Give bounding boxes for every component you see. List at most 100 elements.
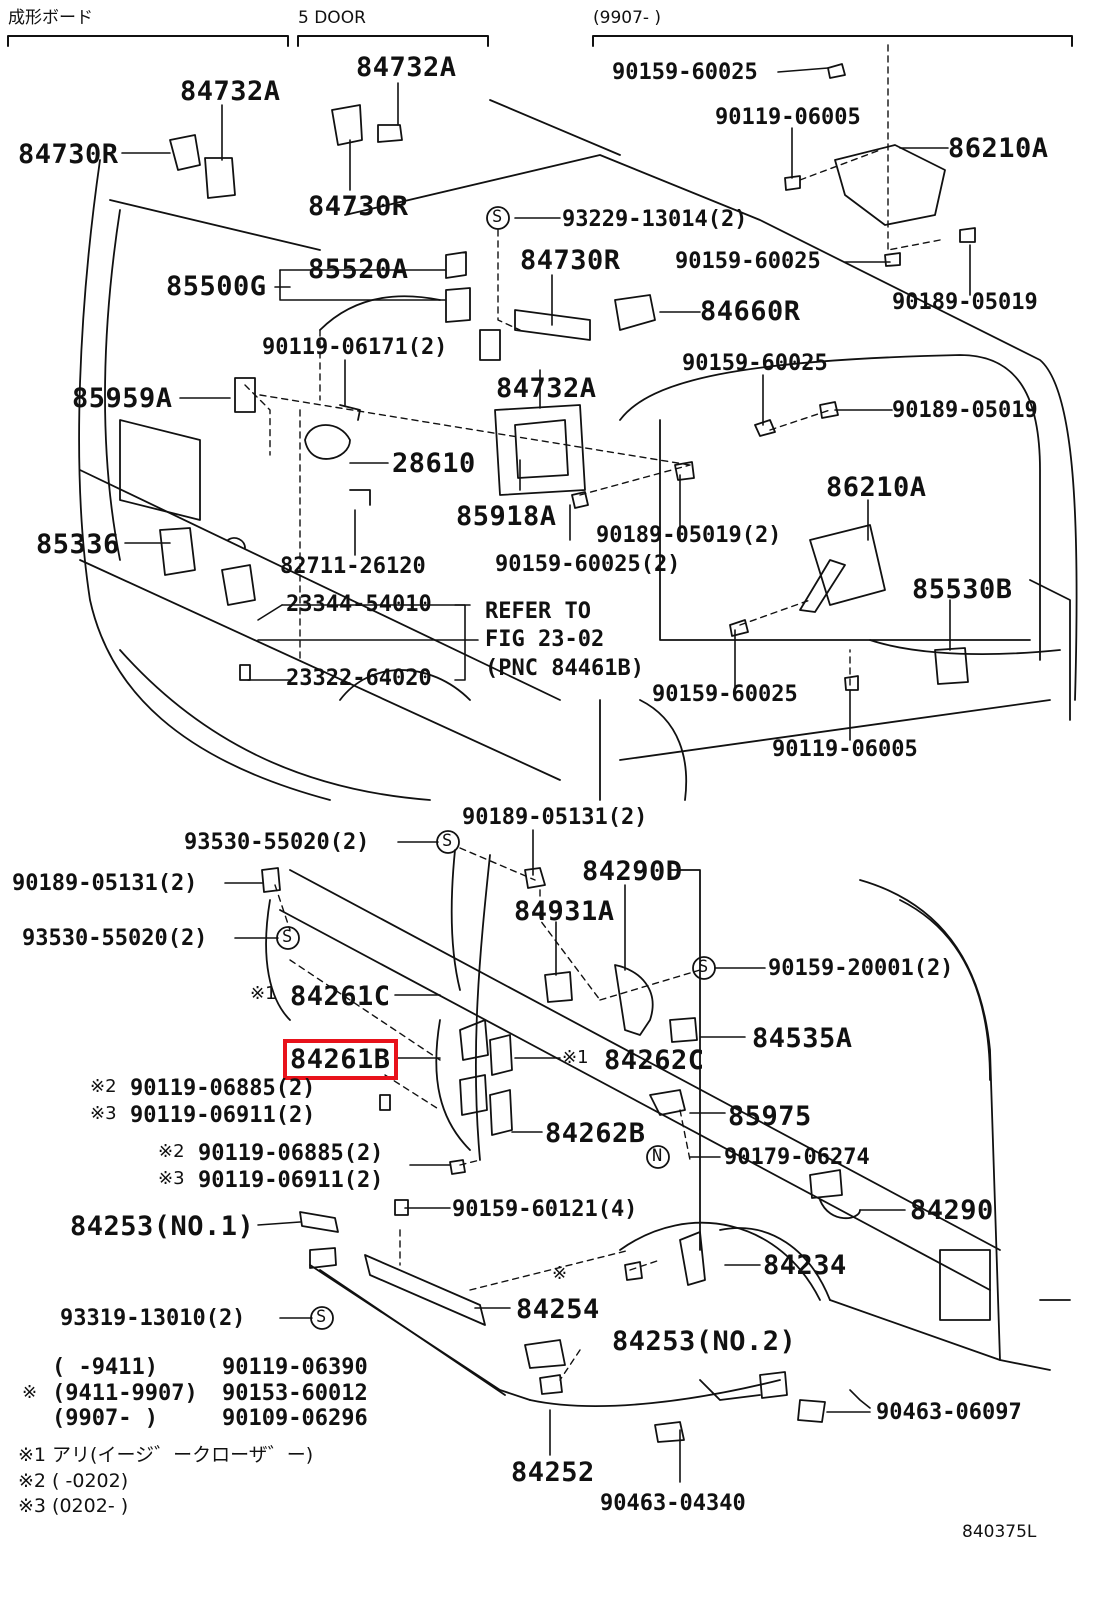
part-label[interactable]: 84730R xyxy=(520,245,621,276)
part-label[interactable]: 84234 xyxy=(763,1250,847,1281)
part-label[interactable]: 86210A xyxy=(948,133,1049,164)
refer-note: REFER TO xyxy=(485,599,591,624)
header-range: (9907- ) xyxy=(593,8,662,28)
part-label[interactable]: 93530-55020(2) xyxy=(184,830,370,855)
components-lower xyxy=(261,867,861,1443)
part-label[interactable]: 84732A xyxy=(180,76,281,107)
range-label: (9411-9907) xyxy=(52,1381,198,1406)
mark-x2: ※2 xyxy=(90,1076,117,1097)
part-label[interactable]: 90189-05131(2) xyxy=(12,871,198,896)
part-label[interactable]: 90159-60025 xyxy=(612,60,758,85)
part-label[interactable]: 84290 xyxy=(910,1195,994,1226)
part-label[interactable]: 90159-60025 xyxy=(675,249,821,274)
mark-x3: ※3 xyxy=(90,1103,117,1124)
body-outline-lower xyxy=(265,849,1071,1371)
part-label[interactable]: 84732A xyxy=(356,52,457,83)
part-label[interactable]: 90189-05019 xyxy=(892,290,1038,315)
part-label[interactable]: 90119-06911(2) xyxy=(130,1103,316,1128)
part-label[interactable]: 93530-55020(2) xyxy=(22,926,208,951)
part-label[interactable]: 93229-13014(2) xyxy=(562,207,748,232)
part-label[interactable]: 84931A xyxy=(514,896,615,927)
part-label[interactable]: 90463-04340 xyxy=(600,1491,746,1516)
refer-note: FIG 23-02 xyxy=(485,627,605,652)
part-label[interactable]: 84730R xyxy=(308,191,409,222)
symbol-circles xyxy=(276,206,716,1330)
part-label[interactable]: 90159-60121(4) xyxy=(452,1197,638,1222)
part-label[interactable]: 85500G xyxy=(166,271,267,302)
range-label: (9907- ) xyxy=(52,1406,158,1431)
part-label[interactable]: 84535A xyxy=(752,1023,853,1054)
part-label[interactable]: 90159-60025 xyxy=(682,351,828,376)
symbol-s: S xyxy=(282,927,293,947)
part-label[interactable]: 90119-06885(2) xyxy=(198,1141,384,1166)
part-label[interactable]: 90463-06097 xyxy=(876,1400,1022,1425)
header-molded-board: 成形ボード xyxy=(8,8,93,28)
part-label[interactable]: 85975 xyxy=(728,1101,812,1132)
part-label[interactable]: 90159-20001(2) xyxy=(768,956,954,981)
mark-x2: ※2 xyxy=(158,1141,185,1162)
part-label[interactable]: 93319-13010(2) xyxy=(60,1306,246,1331)
part-label[interactable]: 90119-06005 xyxy=(715,105,861,130)
mark-x: ※ xyxy=(552,1263,568,1284)
part-label[interactable]: 90109-06296 xyxy=(222,1406,368,1431)
part-label[interactable]: 85336 xyxy=(36,529,120,560)
components-upper xyxy=(159,63,976,691)
part-label[interactable]: 85520A xyxy=(308,254,409,285)
part-label[interactable]: 90159-60025(2) xyxy=(495,552,681,577)
part-label[interactable]: 90189-05019 xyxy=(892,398,1038,423)
leader-lines-upper xyxy=(121,67,971,741)
part-label[interactable]: 85918A xyxy=(456,501,557,532)
part-label[interactable]: 84262C xyxy=(604,1045,705,1076)
mark-x: ※ xyxy=(22,1382,38,1403)
figure-code: 840375L xyxy=(962,1522,1037,1542)
symbol-s: S xyxy=(492,207,503,227)
part-label[interactable]: 84290D xyxy=(582,856,683,887)
part-label[interactable]: 82711-26120 xyxy=(280,554,426,579)
header-5-door: 5 DOOR xyxy=(298,8,366,28)
part-label[interactable]: 84254 xyxy=(516,1294,600,1325)
footnote-2: ※2 ( -0202) xyxy=(18,1470,129,1492)
part-label[interactable]: 90189-05131(2) xyxy=(462,805,648,830)
part-label[interactable]: 84730R xyxy=(18,139,119,170)
part-label[interactable]: 84262B xyxy=(545,1118,646,1149)
symbol-s: S xyxy=(442,831,453,851)
range-label: ( -9411) xyxy=(52,1355,158,1380)
refer-note: (PNC 84461B) xyxy=(485,656,644,681)
body-outline-upper xyxy=(78,99,1078,801)
symbol-n: N xyxy=(652,1146,663,1166)
footnote-3: ※3 (0202- ) xyxy=(18,1495,129,1517)
part-label[interactable]: 90189-05019(2) xyxy=(596,523,782,548)
mark-x1: ※1 xyxy=(250,983,277,1004)
part-label[interactable]: 84253(NO.2) xyxy=(612,1326,797,1357)
symbol-s: S xyxy=(698,957,709,977)
header-brackets xyxy=(7,35,1073,47)
part-label[interactable]: 84732A xyxy=(496,373,597,404)
part-label[interactable]: 90119-06885(2) xyxy=(130,1076,316,1101)
dashed-lines-lower xyxy=(274,847,701,1381)
leader-lines-lower xyxy=(224,829,906,1483)
part-label[interactable]: 90119-06005 xyxy=(772,737,918,762)
part-label[interactable]: 85959A xyxy=(72,383,173,414)
part-label[interactable]: 85530B xyxy=(912,574,1013,605)
mark-x1: ※1 xyxy=(562,1047,589,1068)
part-label[interactable]: 84261C xyxy=(290,981,391,1012)
part-label[interactable]: 28610 xyxy=(392,448,476,479)
part-label[interactable]: 90153-60012 xyxy=(222,1381,368,1406)
part-label[interactable]: 23322-64020 xyxy=(286,666,432,691)
part-label[interactable]: 84660R xyxy=(700,296,801,327)
part-label[interactable]: 86210A xyxy=(826,472,927,503)
mark-x3: ※3 xyxy=(158,1168,185,1189)
footnote-1: ※1 アリ(イージ゛ークローザ゛ー) xyxy=(18,1444,314,1466)
part-label[interactable]: 90159-60025 xyxy=(652,682,798,707)
symbol-s: S xyxy=(316,1307,327,1327)
part-label-highlighted[interactable]: 84261B xyxy=(283,1039,398,1080)
part-label[interactable]: 84253(NO.1) xyxy=(70,1211,255,1242)
part-label[interactable]: 90119-06171(2) xyxy=(262,335,448,360)
part-label[interactable]: 90119-06390 xyxy=(222,1355,368,1380)
part-label[interactable]: 90179-06274 xyxy=(724,1145,870,1170)
part-label[interactable]: 84252 xyxy=(511,1457,595,1488)
part-label[interactable]: 23344-54010 xyxy=(286,592,432,617)
part-label[interactable]: 90119-06911(2) xyxy=(198,1168,384,1193)
